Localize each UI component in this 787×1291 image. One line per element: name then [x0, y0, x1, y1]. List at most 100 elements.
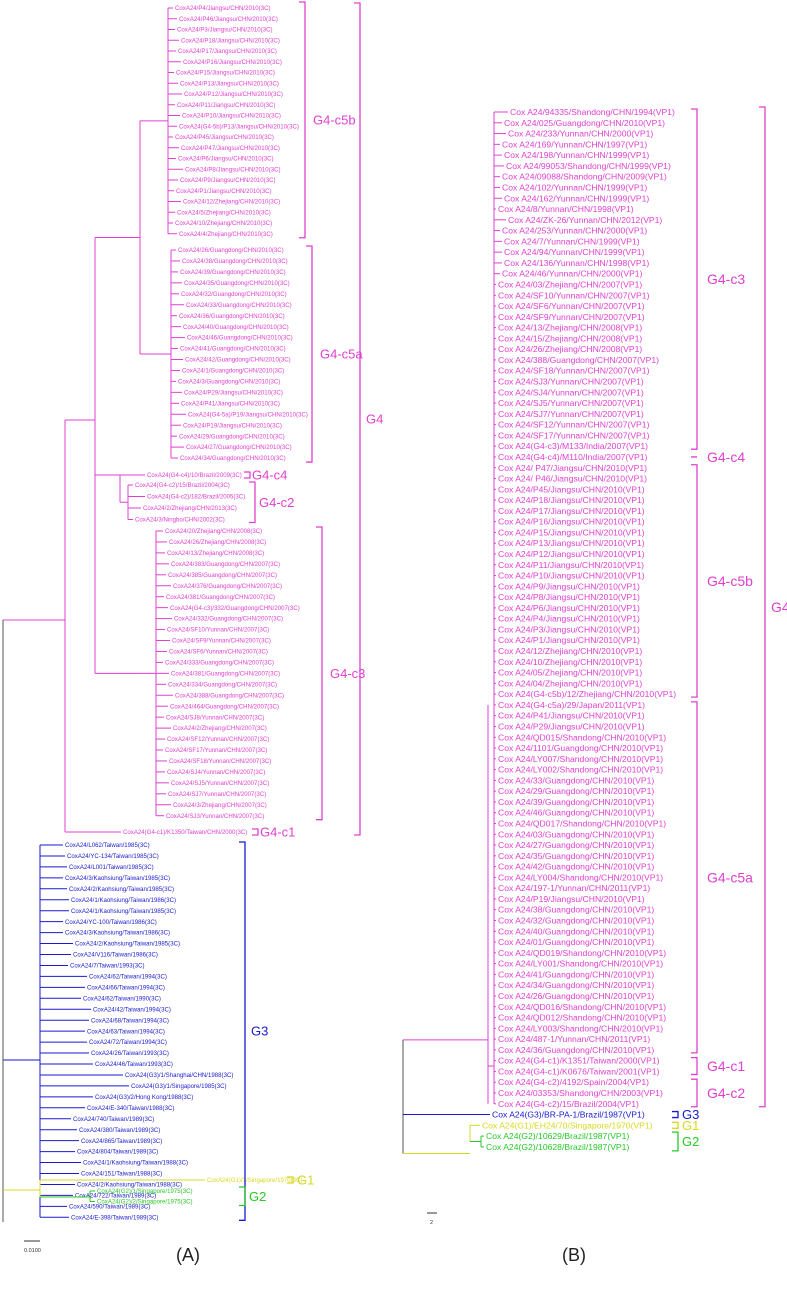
- a-c3-leaf-label: CoxA24/332/Guangdong/CHN/2007(3C): [174, 616, 283, 623]
- a-g3-leaf-label: CoxA24/380/Taiwan/1989(3C): [79, 1127, 160, 1134]
- b-c3-leaf-label: Cox A24/94/Yunnan/CHN/1999(VP1): [504, 247, 645, 257]
- b-bracket-c5a: G4-c5a: [691, 701, 753, 1054]
- b-c5b-leaf-label: Cox A24/P15/Jiangsu/CHN/2010(VP1): [498, 527, 645, 537]
- b-c5b-leaf-label: Cox A24/P45/Jiangsu/CHN/2010(VP1): [498, 484, 645, 494]
- b-c3-leaf-label: Cox A24/253/Yunnan/CHN/2000(VP1): [502, 226, 647, 236]
- b-c5a-leaf-label: Cox A24/33/Guangdong/CHN/2010(VP1): [498, 775, 654, 785]
- b-bracket-c3-line: [691, 108, 698, 450]
- a-g3-leaf-label: CoxA24(G3)/2/Hong Kong/1988(3C): [95, 1094, 193, 1101]
- a-g3-leaf-label: CoxA24/YC-100/Taiwan/1986(3C): [65, 919, 157, 926]
- a-c3-leaf-label: CoxA24/SJ3/Yunnan/CHN/2007(3C): [166, 813, 264, 820]
- a-bracket-g3: G3: [239, 841, 268, 1221]
- b-c3-leaf-label: Cox A24/7/Yunnan/CHN/1999(VP1): [504, 236, 640, 246]
- a-g3-leaf-label: CoxA24/63/Taiwan/1994(3C): [87, 1028, 165, 1035]
- a-c5b-leaf-label: CoxA24/P4/Jiangsu/CHN/2010(3C): [175, 5, 271, 12]
- a-g3-leaf-label: CoxA24(G3)/1/Shanghai/CHN/1988(3C): [125, 1072, 233, 1079]
- a-g3-leaf-label: CoxA24/1/Kaohsiung/Taiwan/1988(3C): [83, 1160, 188, 1167]
- a-c5a-leaf-label: CoxA24/P19/Jiangsu/CHN/2010(3C): [183, 422, 282, 429]
- b-c5a-leaf-label: Cox A24/36/Guangdong/CHN/2010(VP1): [498, 1045, 654, 1055]
- a-c5b-leaf-label: CoxA24/P45/Jiangsu/CHN/2010(3C): [175, 134, 274, 141]
- b-bracket-c3: G4-c3: [691, 108, 745, 450]
- a-g3-leaf-label: CoxA24/62/Taiwan/1990(3C): [83, 995, 161, 1002]
- a-bracket-g4: G4: [354, 2, 383, 836]
- b-c5a-leaf-label: Cox A24/38/Guangdong/CHN/2010(VP1): [498, 905, 654, 915]
- a-c5b-leaf-label: CoxA24/P1/Jiangsu/CHN/2010(3C): [176, 188, 272, 195]
- b-bracket-c1: G4-c1: [691, 1056, 745, 1076]
- a-bracket-c3-label: G4-c3: [330, 666, 365, 681]
- a-g3-leaf-label: CoxA24/1/Kaohsiung/Taiwan/1986(3C): [71, 897, 176, 904]
- a-g3-leaf-label: CoxA24/3/Kaohsiung/Taiwan/1985(3C): [65, 875, 170, 882]
- b-c5a-leaf-label: Cox A24/29/Guangdong/CHN/2010(VP1): [498, 786, 654, 796]
- b-c5b-leaf-label: Cox A24/P10/Jiangsu/CHN/2010(VP1): [498, 571, 645, 581]
- b-c5b-leaf-label: Cox A24/P8/Jiangsu/CHN/2010(VP1): [498, 592, 640, 602]
- a-bracket-c3-line: [316, 526, 323, 821]
- b-bracket-c2-line: [691, 1078, 698, 1108]
- b-c3-leaf-label: Cox A24/233/Yunnan/CHN/2000(VP1): [508, 129, 653, 139]
- b-c3-leaf-label: Cox A24/SF6/Yunnan/CHN/2007(VP1): [498, 301, 645, 311]
- b-c3-leaf-label: Cox A24/025/Guangdong/CHN/2010(VP1): [504, 118, 665, 128]
- b-bracket-g1-label: G1: [682, 1118, 699, 1133]
- b-c5a-leaf-label: Cox A24/40/Guangdong/CHN/2010(VP1): [498, 926, 654, 936]
- a-c3-leaf-label: CoxA24/SF6/Yunnan/CHN/2007(3C): [169, 649, 268, 656]
- a-c5a-leaf-label: CoxA24/40/Guangdong/CHN/2010(3C): [183, 324, 289, 331]
- a-g3-leaf-label: CoxA24/66/Taiwan/1994(3C): [87, 984, 165, 991]
- b-c3-leaf-label: Cox A24/SF9/Yunnan/CHN/2007(VP1): [498, 312, 645, 322]
- a-bracket-g2-label: G2: [249, 1189, 266, 1204]
- b-c5b-leaf-label: Cox A24/P1/Jiangsu/CHN/2010(VP1): [498, 635, 640, 645]
- a-c5a-leaf-label: CoxA24/38/Guangdong/CHN/2010(3C): [182, 258, 288, 265]
- a-g3-leaf-label: CoxA24/740/Taiwan/1989(3C): [73, 1116, 154, 1123]
- a-c3-leaf-label: CoxA24/333/Guangdong/CHN/2007(3C): [165, 660, 274, 667]
- a-c5a-leaf-label: CoxA24/36/Guangdong/CHN/2010(3C): [179, 313, 285, 320]
- a-c1-leaf-label: CoxA24(G4-c1)/K1350/Taiwan/CHN/2000(3C): [123, 829, 247, 836]
- panel-a-label: (A): [176, 1245, 200, 1265]
- b-c5a-leaf-label: Cox A24/46/Guangdong/CHN/2010(VP1): [498, 808, 654, 818]
- a-bracket-c1-label: G4-c1: [260, 825, 295, 840]
- a-bracket-c2-label: G4-c2: [259, 495, 294, 510]
- b-c3-leaf-label: Cox A24/94335/Shandong/CHN/1994(VP1): [510, 107, 675, 117]
- b-c5a-leaf-label: Cox A24/P41/Jiangsu/CHN/2010(VP1): [498, 711, 645, 721]
- a-g3-leaf-label: CoxA24/2/Kaohsiung/Taiwan/1985(3C): [75, 941, 180, 948]
- b-bracket-g1-line: [672, 1121, 679, 1129]
- b-c5a-leaf-label: Cox A24/LY002/Shandong/CHN/2010(VP1): [498, 765, 663, 775]
- b-c3-leaf-label: Cox A24/162/Yunnan/CHN/1999(VP1): [504, 193, 649, 203]
- a-g3-leaf-label: CoxA24/26/Taiwan/1993(3C): [91, 1050, 169, 1057]
- b-c1-leaf-label: Cox A24(G4-c1)/K0676/Taiwan/2001(VP1): [498, 1066, 660, 1076]
- a-g3-leaf-label: CoxA24(G3)/1/Singapore/1985(3C): [131, 1083, 227, 1090]
- b-c5a-leaf-label: Cox A24/QD017/Shandong/CHN/2010(VP1): [498, 818, 666, 828]
- b-c5b-leaf-label: Cox A24/05/Zhejiang/CHN/2010(VP1): [498, 668, 642, 678]
- a-g3-leaf-label: CoxA24/V116/Taiwan/1986(3C): [73, 952, 158, 959]
- a-c5a-leaf-label: CoxA24/P41/Jiangsu/CHN/2010(3C): [181, 400, 280, 407]
- a-bracket-c5a-line: [306, 245, 313, 463]
- b-bracket-g1: G1: [672, 1118, 699, 1133]
- a-c5a-leaf-label: CoxA24/35/Guangdong/CHN/2010(3C): [184, 280, 290, 287]
- a-g2-leaf-label: CoxA24(G2)/1/Singapore/1975(3C): [97, 1188, 193, 1195]
- a-c5a-leaf-label: CoxA24/26/Guangdong/CHN/2010(3C): [178, 247, 284, 254]
- a-c3-leaf-label: CoxA24/385/Guangdong/CHN/2007(3C): [168, 572, 277, 579]
- a-c5a-leaf-label: CoxA24/29/Guangdong/CHN/2010(3C): [179, 433, 285, 440]
- a-bracket-c4-label: G4-c4: [252, 468, 287, 483]
- b-c5b-leaf-label: Cox A24/P12/Jiangsu/CHN/2010(VP1): [498, 549, 645, 559]
- a-bracket-g1-label: G1: [297, 1173, 314, 1188]
- a-bracket-c3: G4-c3: [316, 526, 365, 821]
- b-g3-leaf-label: Cox A24(G3)/BR-PA-1/Brazil/1987(VP1): [492, 1110, 645, 1120]
- a-c5a-leaf-label: CoxA24/46/Guangdong/CHN/2010(3C): [187, 335, 293, 342]
- b-g2-leaf-label: Cox A24(G2)/10628/Brazil/1987(VP1): [486, 1142, 629, 1152]
- a-g3-leaf-label: CoxA24/E-398/Taiwan/1989(3C): [71, 1214, 158, 1221]
- b-bracket-g2-label: G2: [682, 1134, 699, 1149]
- panel-b-label: (B): [562, 1245, 586, 1265]
- a-c3-leaf-label: CoxA24/SF12/Yunnan/CHN/2007(3C): [167, 736, 269, 743]
- b-c5a-leaf-label: Cox A24/01/Guangdong/CHN/2010(VP1): [498, 937, 654, 947]
- b-c3-leaf-label: Cox A24(G4-c3)/M133/India/2007(VP1): [498, 441, 648, 451]
- a-bracket-c4-line: [244, 471, 251, 479]
- b-c2-leaf-label: Cox A24(G4-c2)/4192/Spain/2004(VP1): [498, 1077, 649, 1087]
- a-g2-leaf-label: CoxA24(G2)/2/Singapore/1975(3C): [97, 1199, 193, 1206]
- a-c5b-leaf-label: CoxA24/P46/Jiangsu/CHN/2010(3C): [179, 16, 278, 23]
- b-c2-leaf-label: Cox A24(G4-c2)/15/Brazil/2004(VP1): [498, 1099, 639, 1109]
- a-g3-leaf-label: CoxA24/68/Taiwan/1994(3C): [91, 1017, 169, 1024]
- a-c5b-leaf-label: CoxA24/P10/Jiangsu/CHN/2010(3C): [182, 113, 281, 120]
- b-c5a-leaf-label: Cox A24/LY003/Shandong/CHN/2010(VP1): [498, 1023, 663, 1033]
- a-g3-leaf-label: CoxA24/46/Taiwan/1993(3C): [95, 1061, 173, 1068]
- a-c3-leaf-label: CoxA24/SJ8/Yunnan/CHN/2007(3C): [166, 714, 264, 721]
- b-bracket-g3-line: [672, 1110, 679, 1119]
- b-c5a-leaf-label: Cox A24/39/Guangdong/CHN/2010(VP1): [498, 797, 654, 807]
